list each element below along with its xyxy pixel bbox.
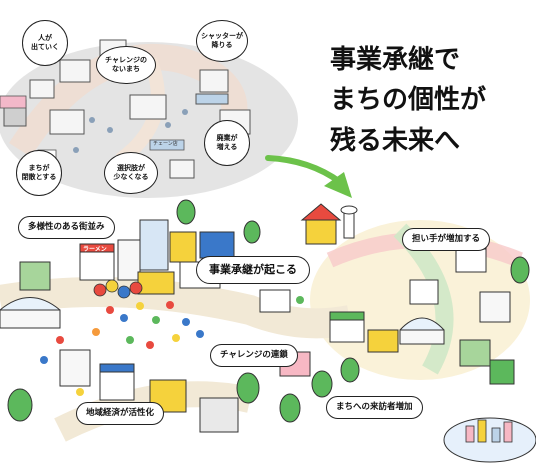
tree-icon xyxy=(7,199,530,423)
label-succession-happens: 事業承継が起こる xyxy=(196,256,310,284)
ramen-sign: ラーメン xyxy=(83,246,107,253)
label-chain-of-challenges: チャレンジの連鎖 xyxy=(210,344,298,367)
headline: 事業承継で まちの個性が 残る未来へ xyxy=(330,40,530,161)
balloon-icon xyxy=(93,279,143,299)
headline-line-3: 残る未来へ xyxy=(330,125,461,156)
label-visitors-increase: まちへの来訪者増加 xyxy=(326,396,423,419)
chain-store-sign: チェーン店 xyxy=(153,141,178,147)
label-town-closed: まちが 閉散とする xyxy=(16,150,62,196)
label-successors-increase: 担い手が増加する xyxy=(402,228,491,251)
headline-line-2: まちの個性が xyxy=(330,85,487,116)
headline-line-1: 事業承継で xyxy=(330,45,461,75)
shop-icon xyxy=(300,203,515,385)
label-no-challenge: チャレンジの ないまち xyxy=(96,46,156,84)
label-people-leave: 人が 出ていく xyxy=(22,20,68,66)
arrow-icon xyxy=(265,155,352,198)
label-diverse-streets: 多様性のある街並み xyxy=(18,216,115,239)
label-closures-increase: 廃業が 増える xyxy=(204,120,250,166)
label-shutters-down: シャッターが 降りる xyxy=(196,20,248,62)
label-fewer-choices: 選択肢が 少なくなる xyxy=(104,152,158,194)
label-economy-revitalized: 地域経済が活性化 xyxy=(76,402,165,425)
